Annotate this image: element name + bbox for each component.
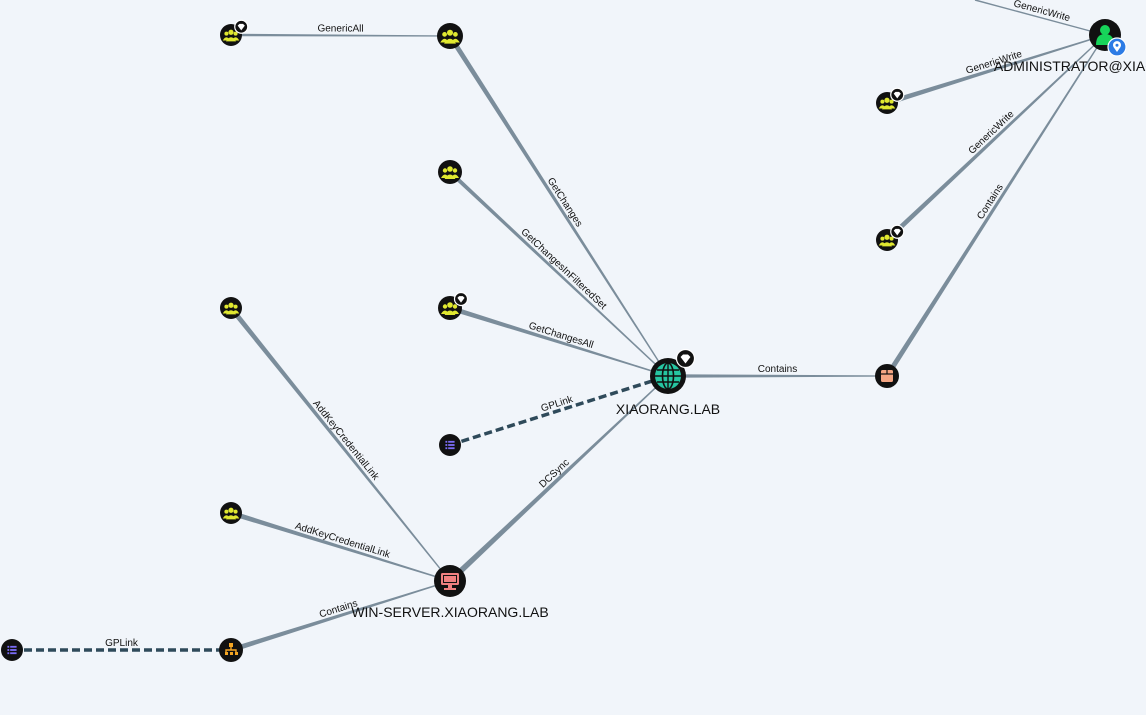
box-icon [881, 370, 893, 382]
gem-icon [234, 19, 249, 34]
edge-label: GetChangesInFilteredSet [518, 227, 608, 312]
edge-line [449, 305, 669, 377]
group-icon [440, 29, 460, 44]
group-icon [441, 302, 459, 315]
gem-icon [675, 348, 696, 369]
edge-gplink[interactable]: GPLink [12, 638, 231, 652]
edge-contains[interactable]: Contains [884, 34, 1106, 378]
edge-genericall[interactable]: GenericAll [230, 23, 451, 37]
nodes-layer: XIAORANG.LAB WIN-SERVER.XIAORANG.LAB ADMIN… [1, 19, 1146, 662]
group-icon [222, 507, 240, 520]
node-circle [220, 502, 242, 524]
edge-line [230, 33, 451, 37]
list-icon [7, 645, 17, 655]
edge-line [230, 510, 451, 582]
edge-line [229, 306, 451, 582]
group-icon [878, 97, 896, 110]
node-computer[interactable]: WIN-SERVER.XIAORANG.LAB [351, 565, 549, 620]
edge-line [230, 580, 451, 653]
edge-label: GetChanges [545, 176, 585, 229]
edge-line [448, 170, 669, 377]
monitor-icon [441, 573, 459, 590]
pin-icon [1107, 37, 1127, 57]
node-group[interactable] [438, 291, 469, 321]
edge-genericwrite[interactable]: GenericWrite [974, 0, 1106, 36]
edge-line [884, 34, 1106, 378]
gem-icon [453, 291, 469, 307]
group-icon [222, 29, 240, 42]
edge-label: GenericAll [317, 23, 363, 34]
group-icon [222, 302, 240, 315]
node-domain[interactable]: XIAORANG.LAB [616, 348, 720, 418]
node-container[interactable] [875, 364, 899, 388]
edge-getchanges[interactable]: GetChanges [447, 34, 669, 377]
edge-label: GenericWrite [967, 109, 1017, 157]
gem-icon [890, 87, 905, 102]
edge-line [886, 34, 1106, 106]
node-gpo[interactable] [1, 639, 23, 661]
node-user[interactable]: ADMINISTRATOR@XIAO [994, 19, 1146, 74]
edge-line [447, 34, 669, 377]
node-group[interactable] [438, 160, 462, 184]
edge-line [449, 374, 669, 447]
group-icon [441, 166, 459, 179]
node-label: WIN-SERVER.XIAORANG.LAB [351, 604, 548, 620]
edge-contains[interactable]: Contains [668, 364, 887, 378]
gem-icon [890, 224, 905, 239]
node-group[interactable] [220, 502, 242, 524]
edge-line [668, 374, 887, 378]
node-group[interactable] [876, 87, 905, 114]
edges-layer: GenericAllGetChangesGetChangesInFiltered… [12, 0, 1106, 653]
edge-label: Contains [758, 364, 797, 375]
list-icon [445, 440, 455, 450]
edge-line [885, 34, 1106, 242]
edge-getchangesall[interactable]: GetChangesAll [449, 305, 669, 377]
node-group[interactable] [437, 23, 463, 49]
node-ou[interactable] [219, 638, 243, 662]
node-circle [437, 23, 463, 49]
node-group[interactable] [220, 19, 249, 46]
node-gpo[interactable] [439, 434, 461, 456]
group-icon [878, 234, 896, 247]
edge-label: AddKeyCredentialLink [294, 521, 393, 561]
node-group[interactable] [876, 224, 905, 251]
edge-addkeycredentiallink[interactable]: AddKeyCredentialLink [230, 510, 451, 582]
edge-line [974, 0, 1106, 36]
edge-line [447, 375, 669, 584]
hierarchy-icon [225, 643, 238, 655]
node-group[interactable] [220, 297, 242, 319]
node-circle [220, 297, 242, 319]
node-label: XIAORANG.LAB [616, 401, 720, 417]
edge-label: GPLink [105, 638, 139, 649]
globe-icon [655, 362, 681, 390]
node-circle [438, 160, 462, 184]
edge-label: AddKeyCredentialLink [310, 398, 381, 483]
node-label: ADMINISTRATOR@XIAO [994, 58, 1146, 74]
